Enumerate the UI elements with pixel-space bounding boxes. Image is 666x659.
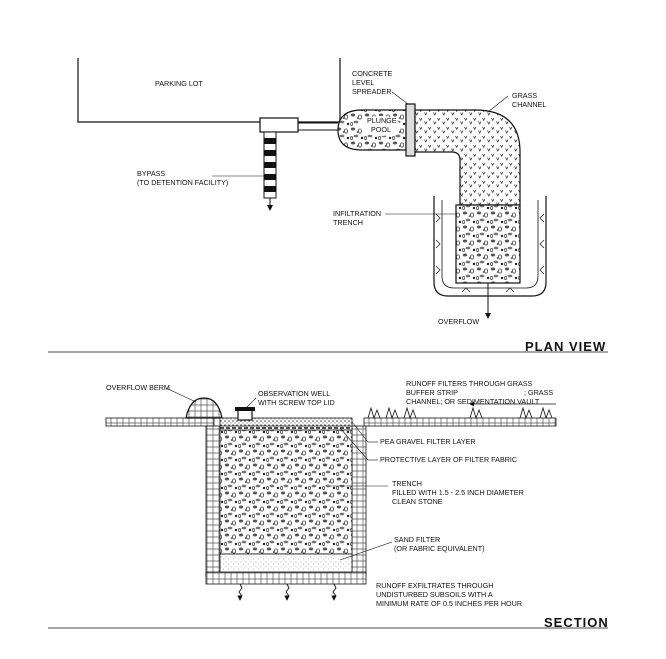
sand-filter-label: SAND FILTER (OR FABRIC EQUIVALENT) xyxy=(394,535,485,553)
trench-wall-left xyxy=(205,425,221,577)
runoff-filters-label: RUNOFF FILTERS THROUGH GRASS BUFFER STRI… xyxy=(406,379,555,406)
section-title: SECTION xyxy=(544,615,609,630)
plan-view-title: PLAN VIEW xyxy=(525,339,606,354)
exfiltration-arrows xyxy=(237,583,337,601)
ground-right xyxy=(363,417,557,427)
spreader-leader xyxy=(391,91,409,105)
observation-well-label: OBSERVATION WELL WITH SCREW TOP LID xyxy=(258,389,335,407)
plan-view: PARKING LOT BYPASS (TO DETENTION FACILIT… xyxy=(48,58,608,354)
infiltration-trench-plan xyxy=(455,204,521,284)
grass-buffer-strip xyxy=(367,406,553,420)
overflow-berm xyxy=(185,397,223,419)
section-view: OVERFLOW BERM OBSERVATION WELL WITH SCRE… xyxy=(48,379,609,630)
bypass-label: BYPASS (TO DETENTION FACILITY) xyxy=(137,169,228,187)
trench-buffer xyxy=(433,196,547,297)
grass-channel xyxy=(414,109,521,206)
stone-fill-section xyxy=(219,429,353,555)
spreader-label: CONCRETE LEVEL SPREADER xyxy=(352,69,394,96)
buffer-grass-marks xyxy=(435,213,545,293)
level-spreader xyxy=(405,103,416,157)
trench-label: TRENCH FILLED WITH 1.5 - 2.5 INCH DIAMET… xyxy=(392,479,526,506)
berm-leader xyxy=(165,387,197,403)
inlet-pipe xyxy=(298,122,338,131)
plunge-pool-label: PLUNGE POOL xyxy=(367,116,399,134)
sand-filter-layer xyxy=(219,553,353,573)
observation-well xyxy=(235,407,255,421)
trench-floor xyxy=(205,571,367,585)
inlet-box xyxy=(259,117,299,133)
pea-gravel-label: PEA GRAVEL FILTER LAYER xyxy=(380,437,476,446)
parking-lot-label: PARKING LOT xyxy=(155,79,203,88)
overflow-berm-label: OVERFLOW BERM xyxy=(106,383,170,392)
overflow-label: OVERFLOW xyxy=(438,317,479,326)
grass-channel-leader xyxy=(487,95,509,113)
bypass-pipe xyxy=(263,131,277,211)
ground-left xyxy=(105,417,215,427)
filter-fabric-label: PROTECTIVE LAYER OF FILTER FABRIC xyxy=(380,455,517,464)
exfiltration-label: RUNOFF EXFILTRATES THROUGH UNDISTURBED S… xyxy=(376,581,522,608)
parking-lot-outline xyxy=(77,58,341,123)
well-leader xyxy=(246,397,257,408)
grass-channel-label: GRASS CHANNEL xyxy=(512,91,546,109)
infiltration-trench-label: INFILTRATION TRENCH xyxy=(333,209,383,227)
